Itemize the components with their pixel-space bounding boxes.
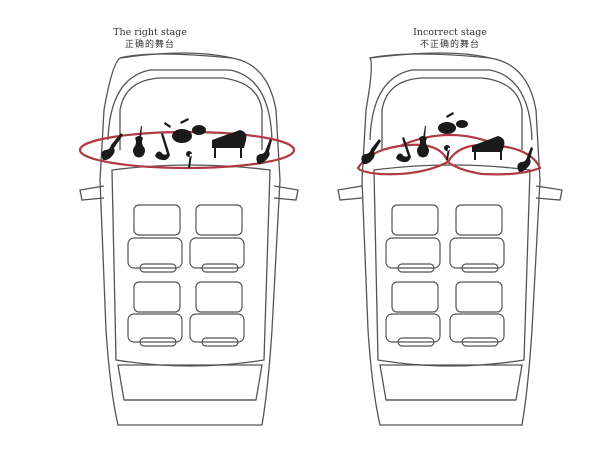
- car-body: [337, 52, 563, 426]
- panel-title: The right stage 正确的舞台: [0, 26, 300, 52]
- guitar-icon: [361, 139, 381, 165]
- seat-rear-right: [189, 281, 245, 347]
- violin-icon: [417, 126, 429, 158]
- guitar-icon: [101, 133, 123, 161]
- car-top-view: [78, 52, 299, 426]
- seat-front-right: [189, 204, 245, 273]
- correct-stage-panel: The right stage 正确的舞台: [0, 26, 300, 426]
- panel-title-en: Incorrect stage: [413, 27, 487, 38]
- piano-icon: [472, 136, 505, 160]
- microphone-icon: [186, 151, 192, 168]
- guitar-icon: [256, 139, 272, 164]
- violin-icon: [133, 126, 145, 158]
- piano-icon: [212, 130, 247, 158]
- car-top-view: [337, 52, 563, 426]
- drum-kit-icon: [164, 118, 206, 143]
- incorrect-stage-panel: Incorrect stage 不正确的舞台: [300, 0, 600, 450]
- panel-title-en: The right stage: [113, 27, 187, 38]
- guitar-icon: [517, 147, 533, 172]
- seat-rear-left: [385, 281, 441, 347]
- drum-kit-icon: [438, 112, 468, 134]
- saxophone-icon: [396, 137, 411, 163]
- saxophone-icon: [155, 133, 170, 161]
- instruments: [101, 118, 272, 168]
- seat-rear-left: [127, 281, 183, 347]
- seat-rear-right: [449, 281, 505, 347]
- panel-title: Incorrect stage 不正确的舞台: [300, 26, 600, 52]
- seat-front-left: [127, 204, 183, 273]
- car-body: [79, 52, 299, 426]
- seat-front-right: [449, 204, 505, 273]
- panel-title-zh: 正确的舞台: [124, 40, 175, 50]
- seat-front-left: [385, 204, 441, 273]
- microphone-icon: [444, 145, 450, 160]
- panel-title-zh: 不正确的舞台: [419, 40, 480, 50]
- seats: [127, 204, 245, 347]
- seats: [385, 204, 505, 347]
- instruments: [361, 112, 533, 172]
